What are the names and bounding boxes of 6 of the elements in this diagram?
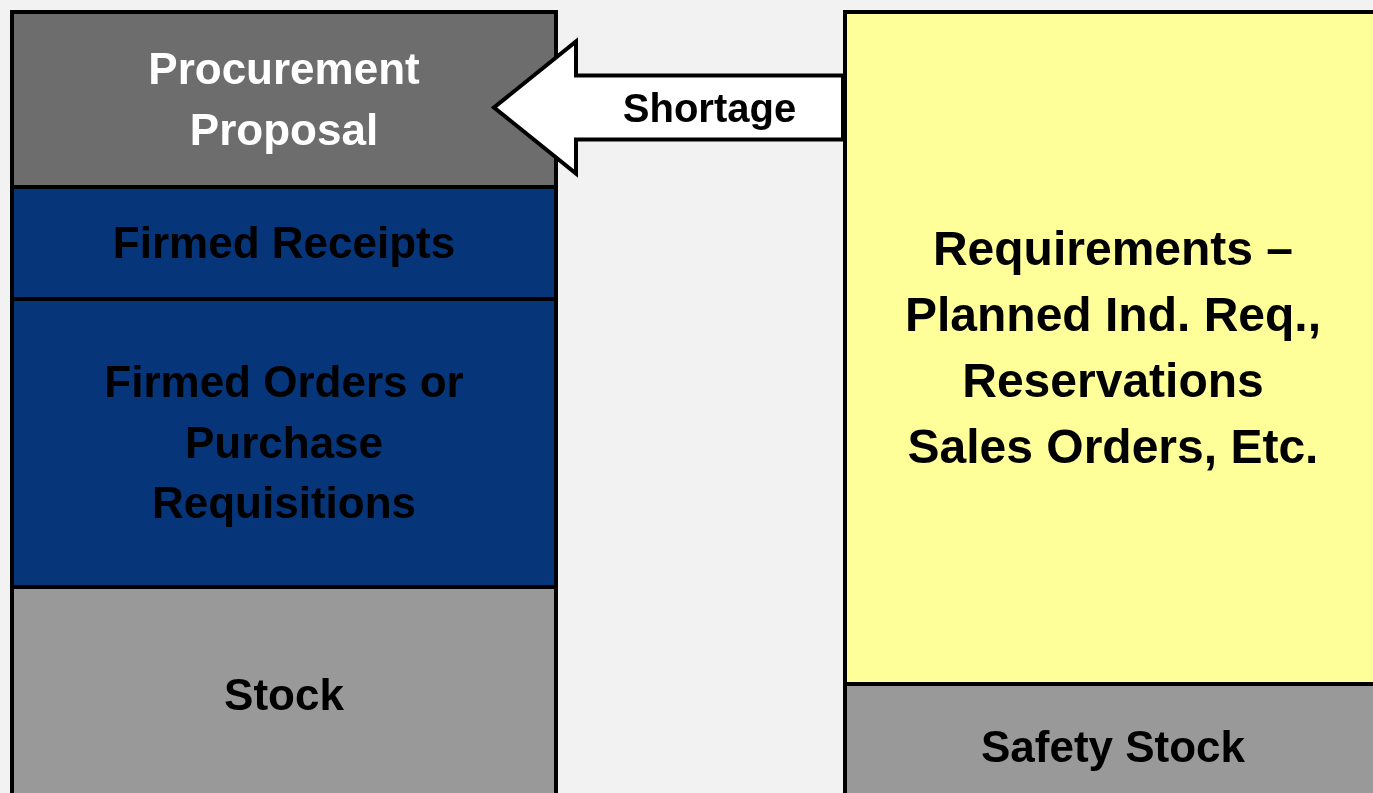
block-label: Requirements – Planned Ind. Req., Reservations Sales Orders, Etc. — [903, 220, 1322, 476]
block-label: Stock — [224, 668, 344, 721]
block-label: Safety Stock — [980, 720, 1246, 773]
block-label: Firmed Receipts — [112, 216, 456, 269]
block-label: Procurement Proposal — [147, 42, 421, 156]
block-label: Firmed Orders or Purchase Requisitions — [103, 355, 465, 530]
